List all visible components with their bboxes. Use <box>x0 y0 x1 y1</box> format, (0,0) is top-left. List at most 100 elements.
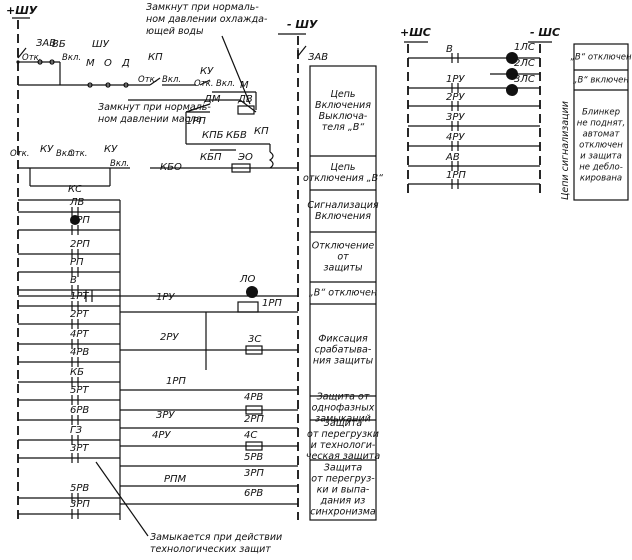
func-box-text: Отключение <box>312 241 375 252</box>
signal-row-3: 2РУ <box>408 92 540 111</box>
label-d: Д <box>121 58 130 69</box>
signal-circuits-title: Цепи сигнализации <box>560 101 571 200</box>
func-box-text: отключения „В“ <box>303 173 383 184</box>
left-row-label: 5РТ <box>70 385 89 396</box>
svg-text:технологических защит: технологических защит <box>150 544 271 555</box>
func-box-text: от перегрузки <box>307 429 379 440</box>
left-row-label: 3РТ <box>70 443 89 454</box>
label-vkl-2: Вкл. <box>162 75 181 85</box>
breaker-plus <box>16 47 27 64</box>
svg-text:4РУ: 4РУ <box>152 430 171 441</box>
left-row-12: 6РВ <box>18 405 120 425</box>
left-row-9: 4РВ <box>18 347 120 367</box>
left-row-label: 2РП <box>70 239 90 250</box>
label-dv: ДВ <box>237 94 253 105</box>
svg-text:1ЛС: 1ЛС <box>514 42 535 53</box>
bus-minus-shs-label: - ШС <box>530 26 560 39</box>
func-box-text: Цепь <box>330 162 355 173</box>
signal-box-text: не дебло- <box>579 163 623 173</box>
label-vkl-5: Вкл. <box>110 159 129 169</box>
signal-box-text: кирована <box>580 174 622 184</box>
signal-row-label: 3РУ <box>446 112 465 123</box>
func-box-text: ческая защита <box>306 451 381 462</box>
label-o: О <box>104 58 112 69</box>
label-vkl-1: Вкл. <box>62 53 81 63</box>
signal-box-text: и защита <box>580 152 622 162</box>
left-row-label: В <box>70 275 77 286</box>
label-shu-switch: ШУ <box>92 39 110 50</box>
func-box-text: Включения <box>315 100 371 111</box>
label-kp-2: КП <box>254 126 269 137</box>
func-box-text: Цепь <box>330 89 355 100</box>
signal-row-label: 4РУ <box>446 132 465 143</box>
annotation-water: Замкнут при нормаль- ном давлении охлажд… <box>146 2 268 105</box>
label-kbv: КБВ <box>226 130 247 141</box>
switch-contacts-top <box>37 59 298 173</box>
svg-text:2ЛС: 2ЛС <box>514 58 535 69</box>
svg-text:1РУ: 1РУ <box>156 292 175 303</box>
signal-box-text: автомат <box>583 130 621 140</box>
left-row-4: РП <box>18 257 120 277</box>
func-box-text: Фиксация <box>318 334 368 345</box>
left-row-label: 6РВ <box>70 405 89 416</box>
left-ladder-rows: ЛВ1РП2РПРПВ1РТ2РТ4РТ4РВКБ5РТ6РВГЗ3РТ5РВ3… <box>18 197 121 520</box>
left-row-14: 3РТ <box>18 443 120 463</box>
func-box-text: однофазных <box>312 403 375 414</box>
label-eo: ЭО <box>237 152 253 163</box>
left-row-2: 1РП <box>18 215 120 235</box>
func-box-text: от перегруз- <box>311 474 375 485</box>
left-row-label: КБ <box>70 367 84 378</box>
signal-box-text: „В“ отключен <box>570 53 631 63</box>
left-row-10: КБ <box>18 367 120 387</box>
signal-row-label: 1РУ <box>446 74 465 85</box>
label-kbp: КБП <box>200 152 222 163</box>
func-box-text: Защита от <box>317 392 370 403</box>
bus-plus-shu-label: +ШУ <box>6 4 38 17</box>
svg-text:1РП: 1РП <box>262 298 282 309</box>
signal-row-label: В <box>446 44 453 55</box>
left-row-label: 5РВ <box>70 483 89 494</box>
signal-row-label: 1РП <box>446 170 466 181</box>
label-vkl-4: Вкл. <box>56 149 75 159</box>
func-box-text: ния защиты <box>313 356 374 367</box>
label-otk-5: Отк. <box>68 149 87 159</box>
left-row-1: ЛВ <box>18 197 120 217</box>
left-row-label: 3РП <box>70 499 90 510</box>
svg-text:ЛО: ЛО <box>239 274 256 285</box>
func-box-text: дания из <box>320 496 366 507</box>
func-box-text: Защита <box>324 418 363 429</box>
signal-lamp-1: 1ЛС <box>506 42 535 64</box>
signal-row-7: 1РП <box>408 170 540 189</box>
left-row-label: 4РТ <box>70 329 89 340</box>
func-box-text: Включения <box>315 211 371 222</box>
label-m-2: М <box>240 80 249 91</box>
signal-box-text: не поднят, <box>577 119 625 129</box>
svg-text:Замкнут при нормаль-: Замкнут при нормаль- <box>146 2 259 13</box>
label-ku-top: КУ <box>200 66 214 77</box>
label-ku-right: КУ <box>104 144 118 155</box>
label-otk-2: Отк. <box>138 75 157 85</box>
signal-row-label: АВ <box>445 152 460 163</box>
bus-plus-shs-label: +ШС <box>400 26 431 39</box>
svg-text:3РП: 3РП <box>244 468 264 479</box>
label-ku-left: КУ <box>40 144 54 155</box>
left-row-6: 1РТ <box>18 291 120 311</box>
left-row-16: 3РП <box>18 499 120 519</box>
func-box-text: теля „В“ <box>322 122 365 133</box>
left-row-7: 2РТ <box>18 309 120 329</box>
func-box-text: Выключа- <box>319 111 368 122</box>
signal-row-2: 1РУ <box>408 74 540 93</box>
middle-elements: ЛО 1РП 1РУ 2РУ 3С 1РП 4РВ 3РУ 2РП 4РУ 4С… <box>18 274 298 505</box>
label-ks: КС <box>68 184 82 195</box>
svg-text:2РП: 2РП <box>244 414 264 425</box>
svg-text:РПМ: РПМ <box>164 474 187 485</box>
func-box-text: замыканий <box>315 414 371 425</box>
label-otk-4: Отк. <box>10 149 29 159</box>
signal-lamp-3: 3ЛС <box>506 74 535 96</box>
svg-text:ном давлении масла: ном давлении масла <box>98 114 202 125</box>
func-box-text: синхронизма <box>310 507 376 518</box>
svg-text:2РУ: 2РУ <box>160 332 179 343</box>
left-row-label: РП <box>70 257 84 268</box>
